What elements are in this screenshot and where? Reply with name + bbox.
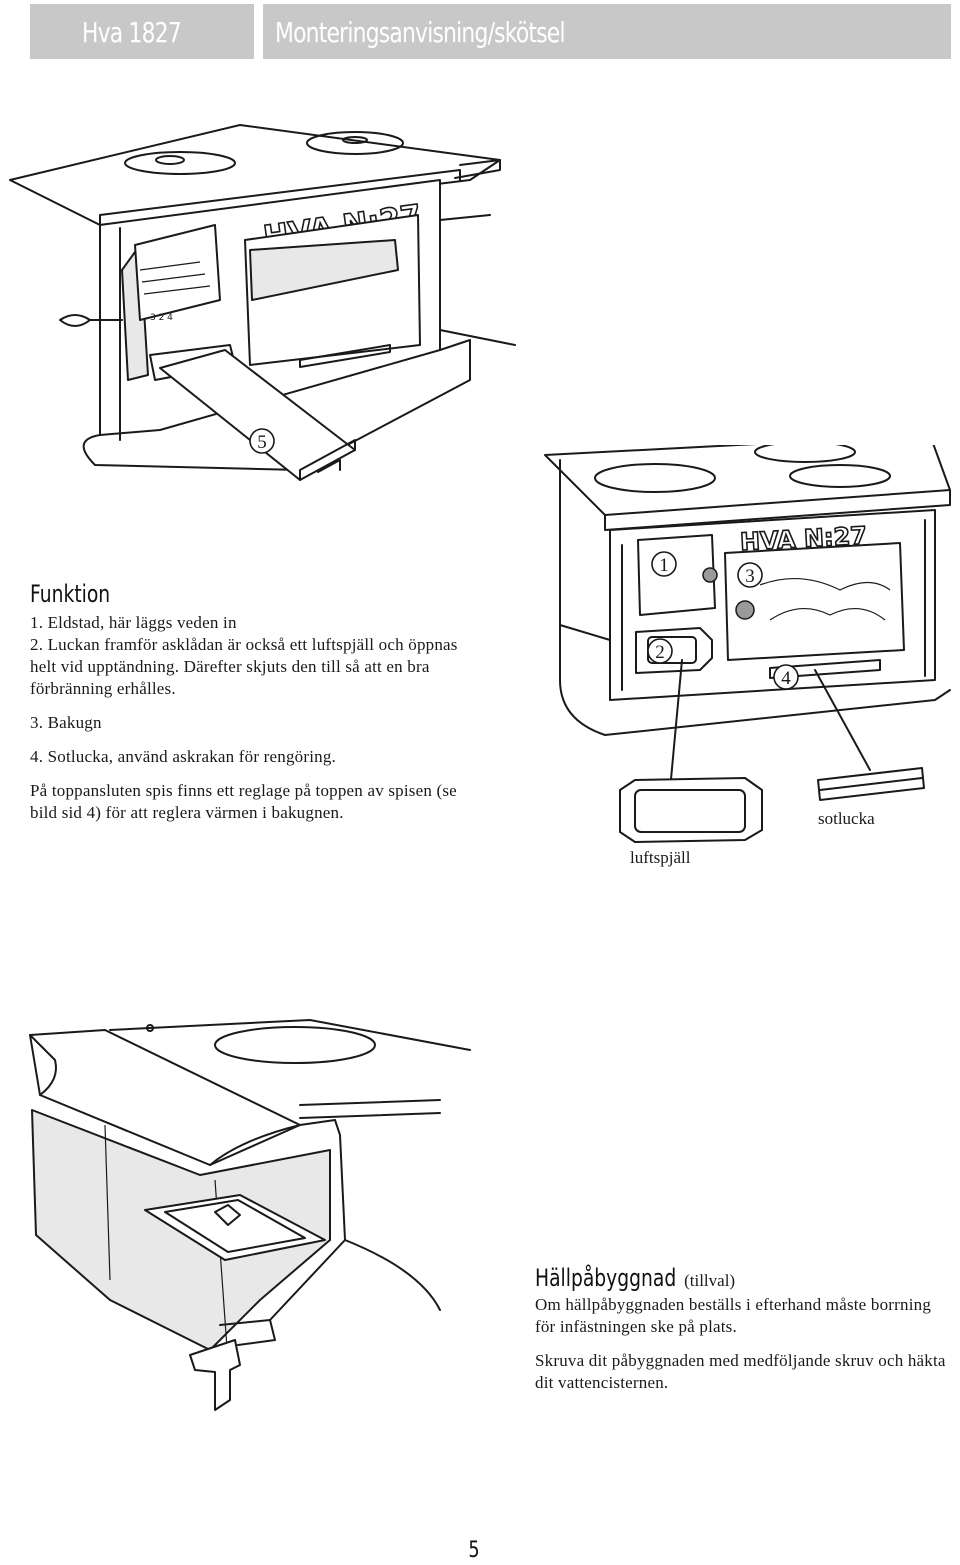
page-number: 5 — [468, 1538, 480, 1563]
funktion-item-4: 4. Sotlucka, använd askrakan för rengöri… — [30, 747, 337, 766]
header-model-bar: Hva 1827 — [30, 4, 254, 59]
header-section-title: Monteringsanvisning/skötsel — [275, 16, 566, 49]
header-section-bar: Monteringsanvisning/skötsel — [263, 4, 951, 59]
stove-front-illustration: HVA N:27 1 2 3 4 — [544, 445, 951, 843]
hallpabyggnad-paragraph-1: Om hällpåbyggnaden beställs i efterhand … — [535, 1295, 932, 1336]
label-luftspjall: luftspjäll — [630, 848, 691, 867]
callout-1: 1 — [659, 555, 669, 576]
funktion-item-1: 1. Eldstad, här läggs veden in — [30, 613, 237, 632]
label-sotlucka: sotlucka — [818, 809, 875, 828]
header-model-title: Hva 1827 — [82, 16, 182, 49]
water-tank-illustration — [29, 1019, 471, 1411]
callout-3: 3 — [745, 566, 755, 587]
hallpabyggnad-heading-note: (tillval) — [684, 1271, 736, 1290]
funktion-note: På toppansluten spis finns ett reglage p… — [30, 781, 457, 822]
door-stamp: 3 2 4 — [150, 313, 173, 323]
hallpabyggnad-section: Hällpåbyggnad (tillval) Om hällpåbyggnade… — [535, 1262, 955, 1394]
funktion-heading: Funktion — [30, 580, 111, 608]
stove-open-illustration: HVA N:27 3 2 4 5 — [9, 124, 516, 481]
callout-2: 2 — [655, 642, 665, 663]
hallpabyggnad-heading: Hällpåbyggnad — [535, 1264, 677, 1292]
funktion-item-3: 3. Bakugn — [30, 713, 102, 732]
funktion-section: Funktion 1. Eldstad, här läggs veden in … — [30, 578, 470, 824]
callout-5: 5 — [257, 432, 267, 453]
hallpabyggnad-paragraph-2: Skruva dit påbyggnaden med medföljande s… — [535, 1351, 946, 1392]
funktion-item-2: 2. Luckan framför asklådan är också ett … — [30, 635, 458, 698]
callout-4: 4 — [781, 668, 791, 689]
